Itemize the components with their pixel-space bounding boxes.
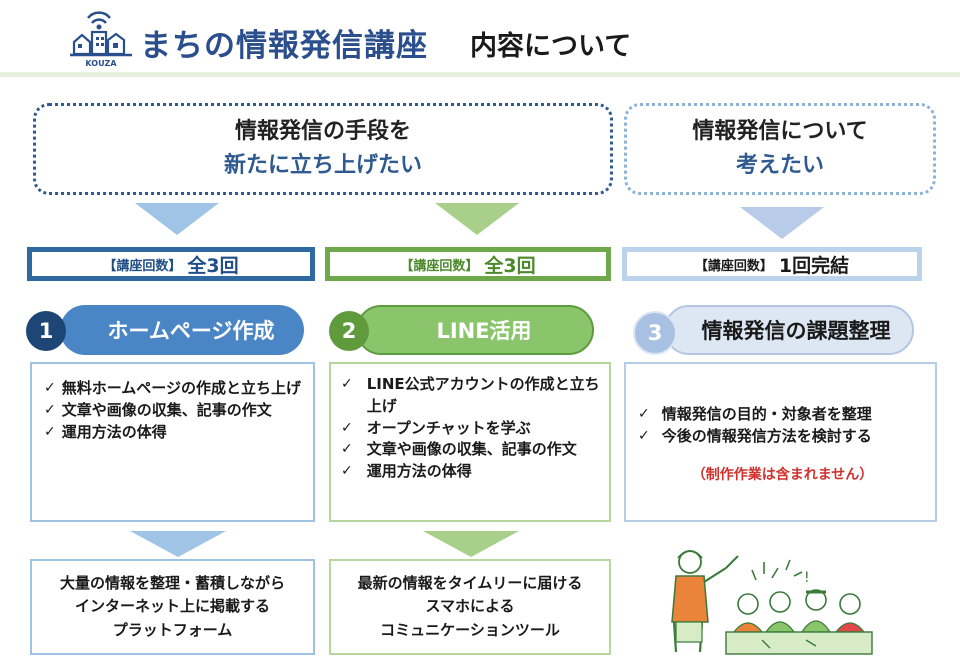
course-title-issues: 情報発信の課題整理 [664, 305, 914, 355]
list-item: ✓文章や画像の収集、記事の作文 [341, 439, 601, 461]
goal-think-about: 情報発信について 考えたい [624, 103, 936, 195]
course-number-badge: 3 [633, 311, 677, 355]
course-detail-homepage: ✓無料ホームページの作成と立ち上げ ✓文章や画像の収集、記事の作文 ✓運用方法の… [30, 362, 315, 522]
check-icon: ✓ [44, 423, 56, 440]
arrow-down-icon [423, 531, 519, 557]
course-title-line: LINE活用 [356, 305, 594, 355]
result-homepage: 大量の情報を整理・蓄積しながら インターネット上に掲載する プラットフォーム [30, 559, 315, 655]
check-icon: ✓ [638, 406, 650, 422]
workshop-illustration-icon: ! [671, 550, 873, 655]
check-icon: ✓ [341, 441, 353, 458]
arrow-down-icon [740, 207, 824, 239]
brand-title: まちの情報発信講座 [140, 28, 428, 64]
check-icon: ✓ [638, 427, 650, 444]
arrow-down-icon [130, 531, 226, 557]
course-detail-issues: ✓情報発信の目的・対象者を整理 ✓今後の情報発信方法を検討する （制作作業は含ま… [624, 362, 937, 522]
course-title-homepage: ホームページ作成 [60, 305, 304, 355]
logo-text: KOUZA [85, 59, 117, 68]
page-title: 内容について [470, 31, 632, 62]
arrow-down-icon [135, 203, 219, 235]
result-line: スマホによる [425, 597, 515, 616]
town-logo-icon: KOUZA [70, 11, 132, 68]
result-line: コミュニケーションツール [380, 620, 560, 639]
header-divider [0, 72, 960, 77]
list-item: ✓運用方法の体得 [44, 422, 303, 444]
list-item: ✓情報発信の目的・対象者を整理 [638, 404, 927, 426]
goal-line1: 情報発信について [692, 118, 868, 144]
goal-new-channel: 情報発信の手段を 新たに立ち上げたい [33, 103, 613, 195]
goal-line2: 新たに立ち上げたい [223, 153, 422, 178]
session-count-3: 【講座回数】 1回完結 [622, 247, 922, 281]
result-line: インターネット上に掲載する [74, 597, 270, 616]
result-line-tool: 最新の情報をタイムリーに届ける スマホによる コミュニケーションツール [329, 559, 611, 655]
session-count-tag: 【講座回数】 [103, 258, 182, 274]
check-icon: ✓ [341, 463, 353, 479]
session-count-2: 【講座回数】 全3回 [325, 247, 611, 281]
list-item: ✓LINE公式アカウントの作成と立ち上げ [341, 374, 601, 418]
list-item: ✓オープンチャットを学ぶ [341, 418, 601, 440]
list-item: ✓無料ホームページの作成と立ち上げ [44, 378, 303, 400]
result-line: 最新の情報をタイムリーに届ける [357, 574, 583, 593]
result-line: プラットフォーム [112, 620, 233, 639]
session-count-tag: 【講座回数】 [400, 258, 479, 274]
result-line: 大量の情報を整理・蓄積しながら [59, 574, 285, 593]
session-count-value: 全3回 [484, 254, 536, 277]
arrow-down-icon [435, 203, 519, 235]
session-count-tag: 【講座回数】 [694, 258, 773, 274]
course-detail-line: ✓LINE公式アカウントの作成と立ち上げ ✓オープンチャットを学ぶ ✓文章や画像… [329, 362, 611, 522]
list-item: ✓文章や画像の収集、記事の作文 [44, 400, 303, 422]
list-item: ✓今後の情報発信方法を検討する [638, 426, 927, 448]
session-count-1: 【講座回数】 全3回 [27, 247, 315, 281]
check-icon: ✓ [341, 376, 353, 392]
exclusion-note: （制作作業は含まれません） [691, 466, 874, 483]
goal-line1: 情報発信の手段を [234, 118, 411, 144]
check-icon: ✓ [341, 419, 353, 436]
course-number-badge: 1 [26, 311, 66, 351]
session-count-value: 1回完結 [778, 254, 850, 277]
svg-text:!: ! [804, 570, 810, 586]
check-icon: ✓ [44, 401, 56, 418]
course-number-badge: 2 [329, 311, 369, 351]
goal-line2: 考えたい [735, 153, 824, 178]
list-item: ✓運用方法の体得 [341, 461, 601, 483]
session-count-value: 全3回 [187, 254, 239, 277]
check-icon: ✓ [44, 380, 56, 396]
